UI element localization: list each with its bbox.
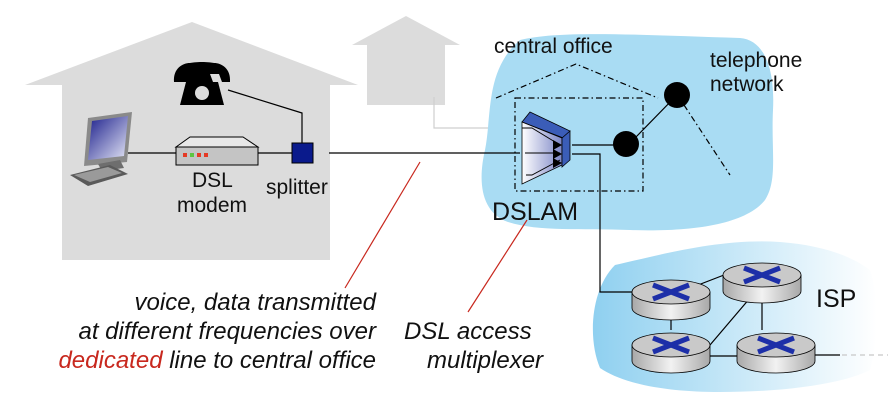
neighbor-house (352, 16, 460, 105)
line-note-2: at different frequencies over (78, 318, 376, 345)
telephone-network-dashed-link (683, 104, 731, 176)
dslam-label: DSLAM (492, 198, 579, 226)
dslam-note-1: DSL access (404, 318, 532, 345)
callout-line-dslam (467, 219, 528, 313)
line-note-1: voice, data transmitted (134, 289, 376, 316)
router-icon (736, 332, 816, 374)
line-note-3-rest: line to central office (162, 347, 376, 374)
callout-line-dedicated (344, 161, 421, 289)
dedicated-highlight: dedicated (58, 347, 163, 374)
phone-to-splitter-line (227, 89, 303, 144)
dslam-icon (521, 111, 571, 185)
central-office-label: central office (494, 35, 613, 58)
splitter-label: splitter (266, 176, 328, 199)
telephone-network-label-2: network (710, 73, 784, 96)
dsl-modem-label-2: modem (177, 194, 248, 217)
router-icon (631, 332, 711, 374)
splitter-icon (291, 142, 314, 164)
isp-label: ISP (816, 285, 857, 313)
dslam-to-isp-line (572, 153, 640, 293)
router-icon (722, 262, 802, 304)
central-office-box (514, 97, 644, 192)
router-icon (631, 279, 711, 321)
computer-icon (70, 112, 132, 186)
dsl-modem-label-1: DSL (192, 169, 233, 192)
telephone-icon (173, 62, 231, 105)
switch-icon (613, 131, 639, 157)
central-office-roof (495, 63, 659, 99)
dslam-note-2: multiplexer (427, 347, 544, 374)
router-link (709, 297, 751, 346)
switch-icon (664, 82, 690, 108)
line-note-3: dedicated line to central office (58, 346, 376, 376)
telephone-network-label-1: telephone (710, 49, 803, 72)
dsl-modem-icon (174, 136, 260, 166)
